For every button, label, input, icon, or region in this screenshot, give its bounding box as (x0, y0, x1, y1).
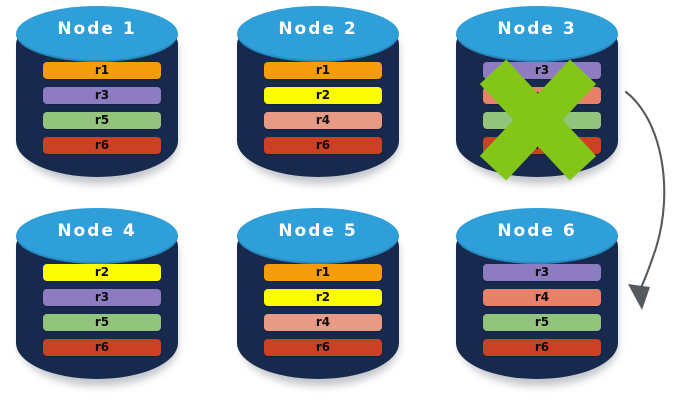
record-list: r1 r2 r4 r6 (264, 264, 382, 356)
record-bar[interactable]: r6 (264, 137, 382, 154)
record-list: r1 r2 r4 r6 (264, 62, 382, 154)
cylinder-top-ellipse (16, 6, 178, 62)
record-bar[interactable]: r1 (264, 62, 382, 79)
node-title: Node 3 (497, 19, 577, 39)
record-bar[interactable]: r3 (43, 87, 161, 104)
node-cylinder-1[interactable]: Node 1 r1 r3 r5 r6 (16, 6, 178, 186)
record-bar[interactable]: r5 (483, 112, 601, 129)
node-cylinder-3[interactable]: Node 3 r3 r4 r5 r6 (456, 6, 618, 186)
node-title: Node 1 (57, 19, 137, 39)
record-bar[interactable]: r1 (43, 62, 161, 79)
record-bar[interactable]: r5 (43, 112, 161, 129)
node-cylinder-4[interactable]: Node 4 r2 r3 r5 r6 (16, 208, 178, 388)
record-bar[interactable]: r3 (483, 62, 601, 79)
record-bar[interactable]: r2 (43, 264, 161, 281)
record-bar[interactable]: r6 (483, 137, 601, 154)
node-title: Node 4 (57, 221, 137, 241)
cylinder-top-ellipse (16, 208, 178, 264)
record-bar[interactable]: r2 (264, 289, 382, 306)
node-cylinder-2[interactable]: Node 2 r1 r2 r4 r6 (237, 6, 399, 186)
record-bar[interactable]: r4 (483, 87, 601, 104)
record-bar[interactable]: r6 (264, 339, 382, 356)
node-cylinder-5[interactable]: Node 5 r1 r2 r4 r6 (237, 208, 399, 388)
cylinder-top-ellipse (456, 6, 618, 62)
cylinder-top-ellipse (237, 6, 399, 62)
record-bar[interactable]: r6 (43, 339, 161, 356)
record-list: r2 r3 r5 r6 (43, 264, 161, 356)
record-bar[interactable]: r4 (483, 289, 601, 306)
record-list: r1 r3 r5 r6 (43, 62, 161, 154)
failover-arrow (624, 90, 666, 310)
record-bar[interactable]: r6 (483, 339, 601, 356)
record-bar[interactable]: r4 (264, 112, 382, 129)
node-title: Node 5 (278, 221, 358, 241)
record-list: r3 r4 r5 r6 (483, 62, 601, 154)
cylinder-top-ellipse (237, 208, 399, 264)
record-bar[interactable]: r3 (483, 264, 601, 281)
node-title: Node 2 (278, 19, 358, 39)
record-bar[interactable]: r2 (264, 87, 382, 104)
record-bar[interactable]: r6 (43, 137, 161, 154)
record-bar[interactable]: r4 (264, 314, 382, 331)
record-bar[interactable]: r3 (43, 289, 161, 306)
node-title: Node 6 (497, 221, 577, 241)
record-bar[interactable]: r5 (483, 314, 601, 331)
node-cylinder-6[interactable]: Node 6 r3 r4 r5 r6 (456, 208, 618, 388)
record-bar[interactable]: r1 (264, 264, 382, 281)
record-list: r3 r4 r5 r6 (483, 264, 601, 356)
record-bar[interactable]: r5 (43, 314, 161, 331)
cylinder-top-ellipse (456, 208, 618, 264)
